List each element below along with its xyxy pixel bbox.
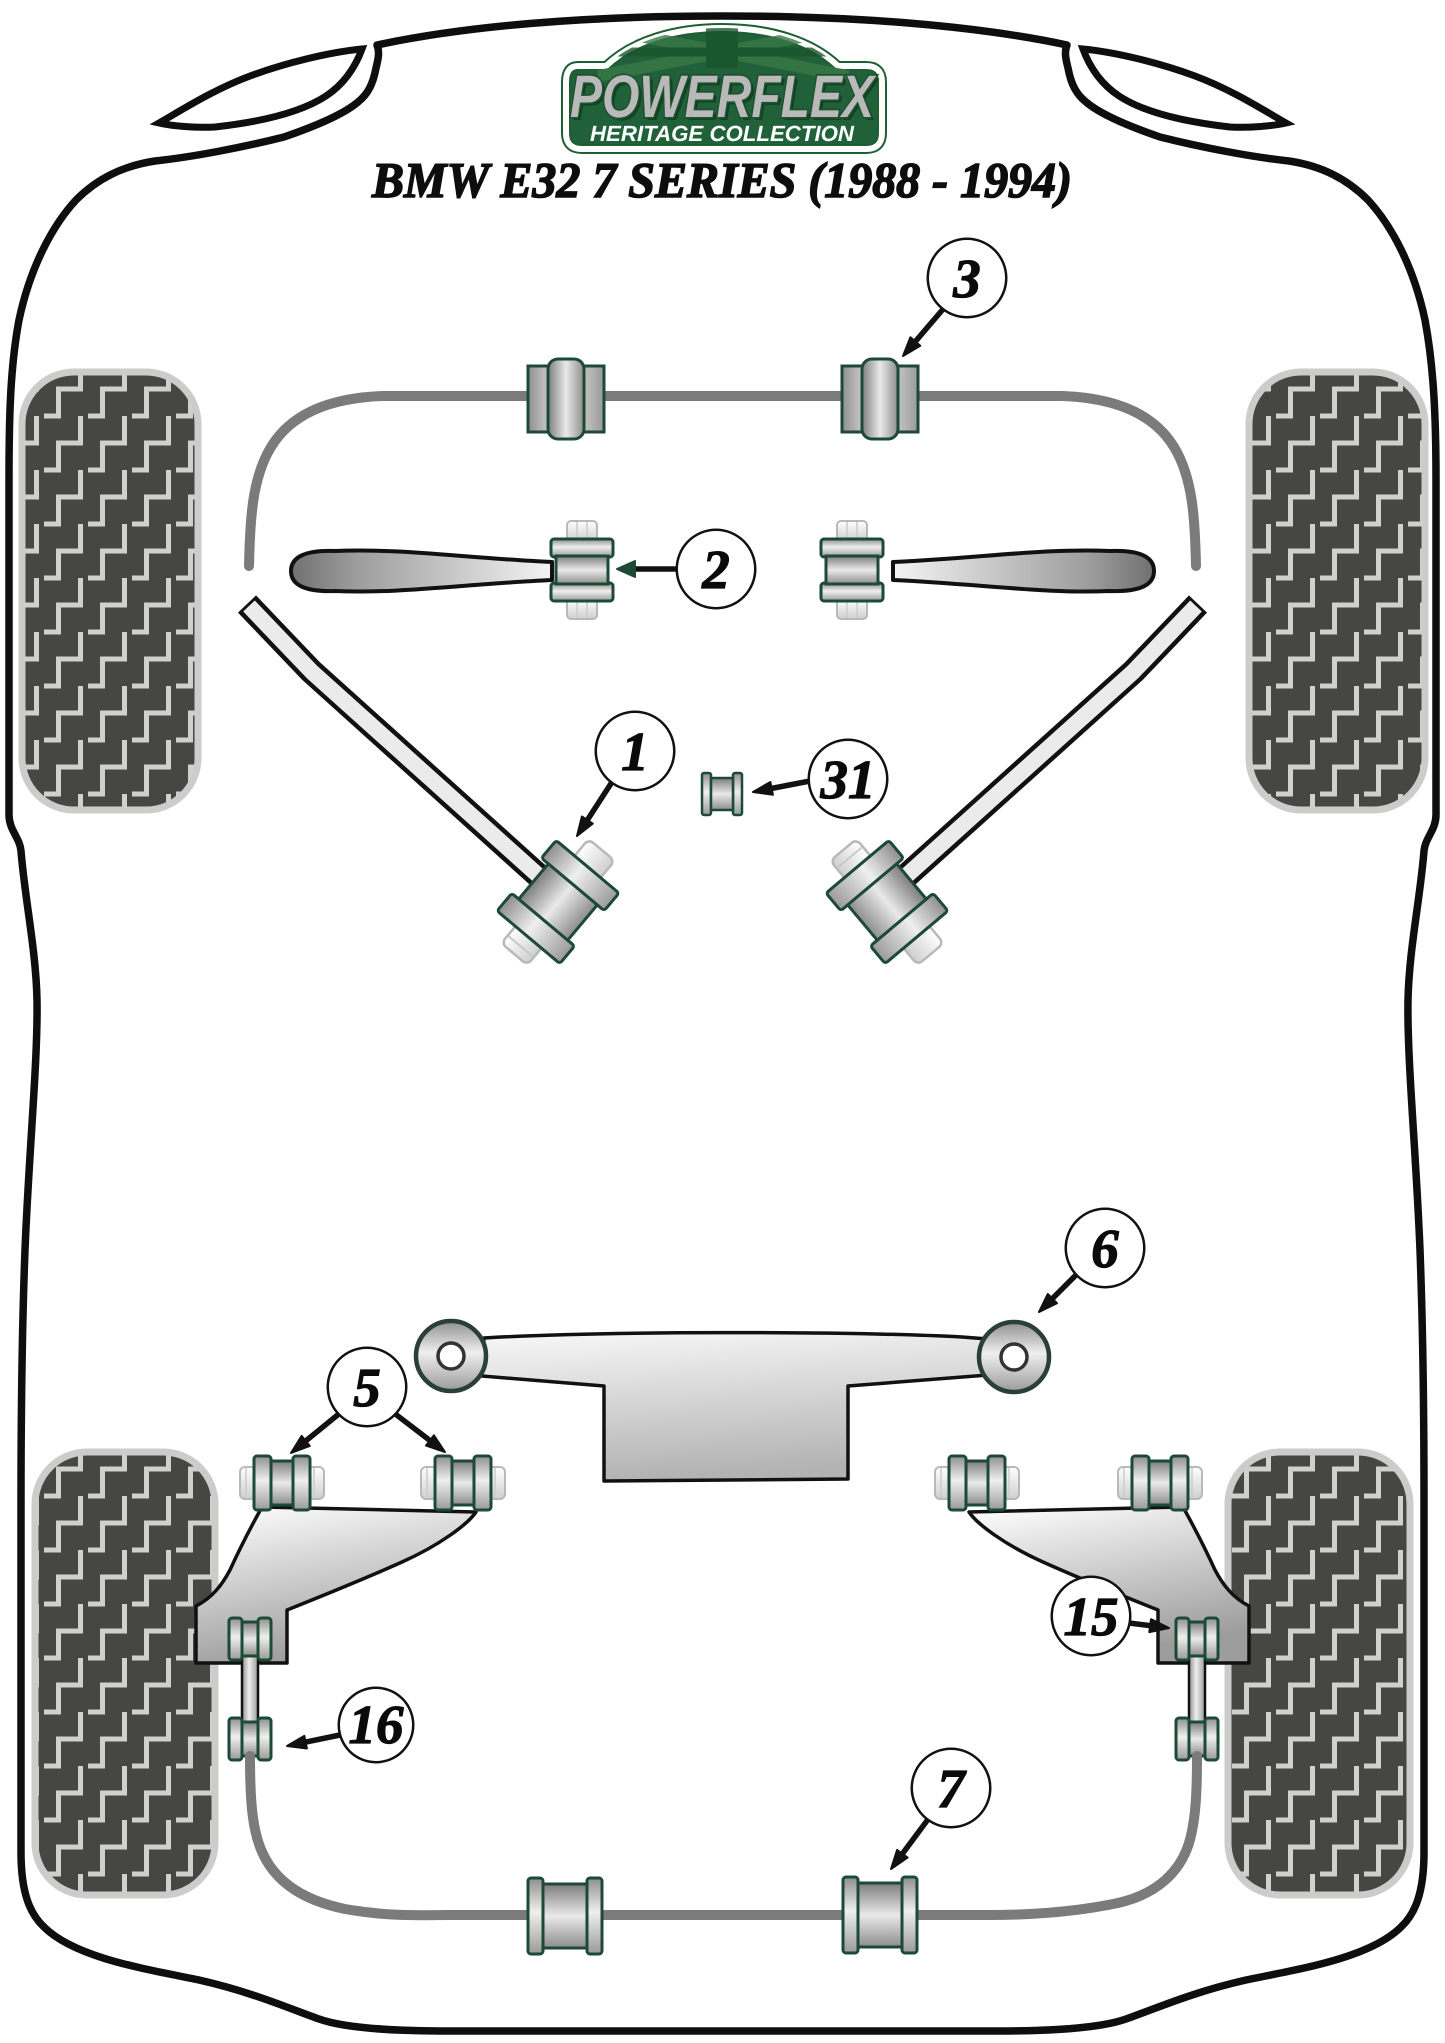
svg-text:5: 5 xyxy=(353,1357,381,1418)
svg-text:2: 2 xyxy=(701,539,730,600)
svg-text:HERITAGE COLLECTION: HERITAGE COLLECTION xyxy=(590,121,855,146)
svg-text:31: 31 xyxy=(820,749,876,810)
svg-text:16: 16 xyxy=(349,1694,405,1755)
svg-text:15: 15 xyxy=(1064,1586,1119,1647)
svg-text:POWERFLEX: POWERFLEX xyxy=(573,66,880,133)
svg-text:1: 1 xyxy=(621,721,649,782)
svg-text:POWERFLEX: POWERFLEX xyxy=(570,63,877,130)
svg-text:6: 6 xyxy=(1091,1218,1119,1279)
svg-text:BMW E32 7 SERIES (1988 - 1994): BMW E32 7 SERIES (1988 - 1994) xyxy=(371,152,1072,208)
svg-text:3: 3 xyxy=(952,248,981,309)
svg-text:7: 7 xyxy=(937,1758,967,1819)
